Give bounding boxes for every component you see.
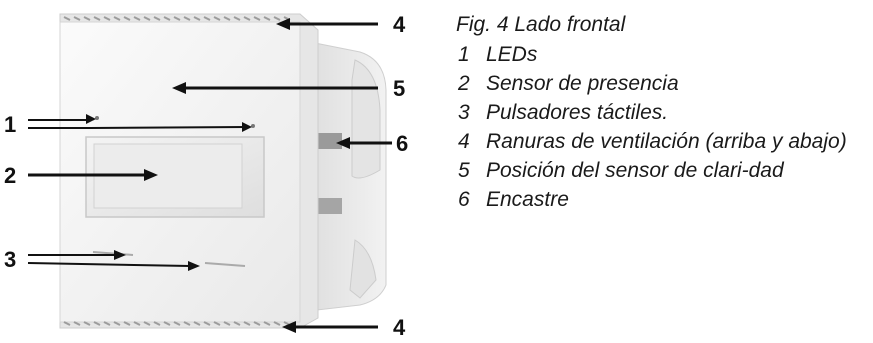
callout-arrows bbox=[27, 18, 392, 333]
top-vent-slots bbox=[63, 16, 291, 21]
figure-caption: Fig. 4 Lado frontal bbox=[456, 13, 626, 36]
device-illustration: 4 5 1 6 2 3 4 bbox=[4, 12, 408, 340]
legend-text: Encastre bbox=[486, 188, 569, 211]
legend-text: Pulsadores táctiles. bbox=[486, 101, 669, 124]
legend-text: Ranuras de ventilación (arriba y abajo) bbox=[486, 130, 847, 153]
legend-item-brightness-sensor: 5 Posición del sensor de clari-dad bbox=[456, 156, 866, 185]
callout-4-bottom: 4 bbox=[393, 315, 406, 338]
front-frame bbox=[59, 13, 319, 329]
callout-5: 5 bbox=[393, 76, 405, 101]
legend-item-touch-buttons: 3 Pulsadores táctiles. bbox=[456, 98, 866, 127]
legend-item-presence-sensor: 2 Sensor de presencia bbox=[456, 69, 866, 98]
callout-3: 3 bbox=[4, 247, 16, 272]
legend-item-leds: 1 LEDs bbox=[456, 40, 866, 69]
callout-6: 6 bbox=[396, 131, 408, 156]
callout-1: 1 bbox=[4, 112, 16, 137]
legend-number: 2 bbox=[458, 72, 470, 95]
legend-number: 3 bbox=[458, 101, 470, 124]
legend-number: 1 bbox=[458, 43, 470, 66]
legend-item-mounting: 6 Encastre bbox=[456, 185, 866, 214]
mounting-clip-bottom bbox=[318, 198, 342, 214]
legend-text: LEDs bbox=[486, 43, 538, 66]
led-left bbox=[95, 116, 99, 120]
callout-4-top: 4 bbox=[393, 12, 406, 37]
legend-text: Posición del sensor de clari-dad bbox=[486, 159, 784, 182]
device-figure: 4 5 1 6 2 3 4 bbox=[0, 0, 440, 340]
legend-text: Sensor de presencia bbox=[486, 72, 679, 95]
figure-legend: Fig. 4 Lado frontal 1 LEDs 2 Sensor de p… bbox=[456, 10, 866, 214]
legend-number: 4 bbox=[458, 130, 470, 153]
touch-button-left bbox=[92, 251, 134, 256]
legend-number: 5 bbox=[458, 159, 470, 182]
legend-item-vent-slots: 4 Ranuras de ventilación (arriba y abajo… bbox=[456, 127, 866, 156]
callout-2: 2 bbox=[4, 163, 16, 188]
legend-number: 6 bbox=[458, 188, 470, 211]
led-right bbox=[251, 124, 255, 128]
mounting-clip-top bbox=[318, 133, 342, 149]
touch-button-right bbox=[204, 262, 246, 267]
